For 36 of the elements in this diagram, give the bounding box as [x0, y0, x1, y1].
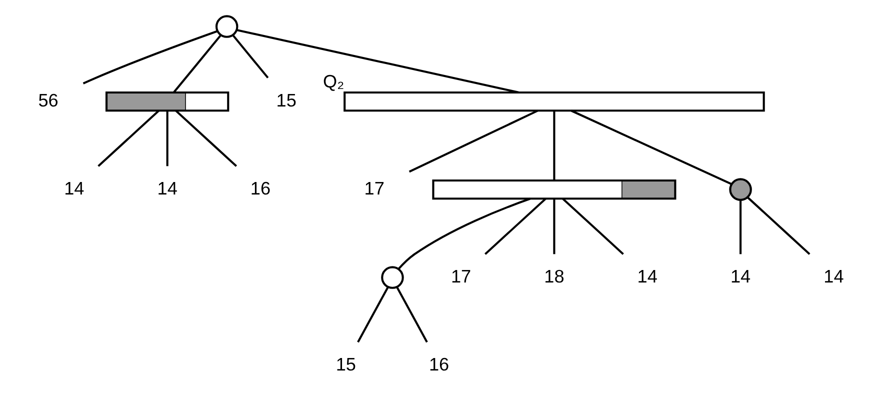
- connector: [484, 198, 546, 255]
- node-text: 14: [64, 178, 84, 198]
- connector: [740, 200, 742, 254]
- node-text: 15: [336, 354, 356, 374]
- connector: [82, 30, 218, 84]
- node-circle: [381, 266, 404, 289]
- node-text: 17: [364, 178, 384, 198]
- node-text: 14: [824, 266, 844, 286]
- node-text: 14: [157, 178, 178, 198]
- node-text: 56: [38, 90, 58, 110]
- connector: [747, 196, 810, 255]
- connector: [166, 110, 168, 166]
- connector: [553, 110, 556, 180]
- node-text: 14: [730, 266, 751, 286]
- connector: [173, 34, 222, 93]
- connector: [562, 198, 624, 255]
- connector: [408, 110, 538, 173]
- node-circle: [729, 178, 752, 201]
- node-label: Q₂: [323, 72, 344, 92]
- connector: [396, 286, 428, 343]
- node-circle: [215, 15, 238, 38]
- connector: [98, 110, 160, 167]
- node-text: 18: [544, 266, 564, 286]
- connector: [236, 28, 519, 94]
- connector: [175, 110, 238, 167]
- connector: [357, 286, 389, 343]
- connector: [398, 198, 530, 270]
- node-text: 16: [250, 178, 271, 198]
- connector: [553, 198, 556, 254]
- node-text: 16: [428, 354, 450, 374]
- node-text: 14: [637, 266, 658, 286]
- node-text: 17: [450, 266, 472, 286]
- connector: [570, 110, 732, 186]
- node-bar: [344, 91, 765, 112]
- node-text: 15: [276, 90, 296, 110]
- connector: [232, 34, 269, 78]
